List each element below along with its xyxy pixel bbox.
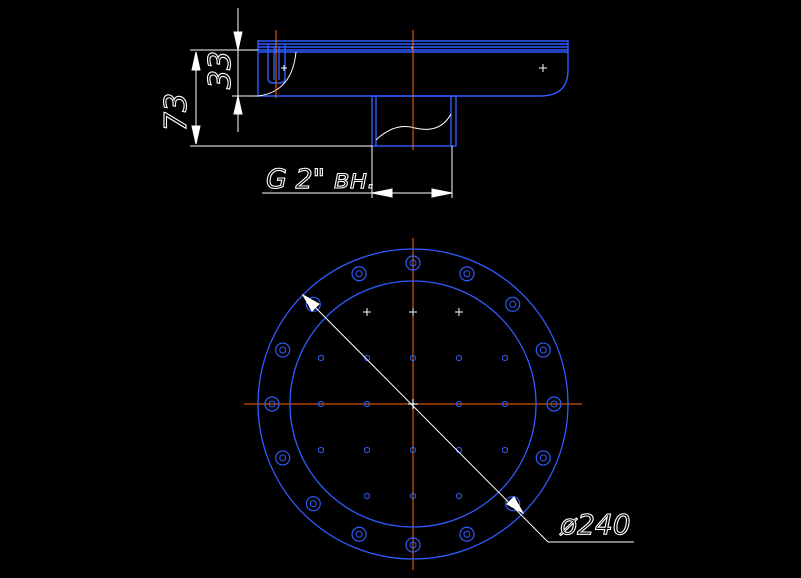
- plus-marker: [455, 308, 463, 316]
- thread-label: G 2" вн.: [266, 164, 376, 195]
- grid-hole: [455, 400, 463, 408]
- bolt-hole: [459, 266, 475, 282]
- grid-hole: [409, 492, 417, 500]
- outer-flange-ring: [257, 248, 569, 560]
- plus-marker: [363, 308, 371, 316]
- bolt-hole: [405, 255, 421, 271]
- grid-hole: [501, 354, 509, 362]
- grid-hole: [455, 354, 463, 362]
- grid-hole: [317, 400, 325, 408]
- bolt-hole: [535, 450, 551, 466]
- side-centerlines: [275, 30, 414, 150]
- grid-hole: [363, 354, 371, 362]
- dimension-73: [190, 49, 372, 147]
- dimension-diameter: [301, 293, 634, 543]
- grid-hole: [317, 446, 325, 454]
- bolt-hole: [275, 342, 291, 358]
- side-view: 73 33 G 2" вн.: [158, 8, 569, 198]
- plus-markers: [363, 308, 463, 409]
- side-view-markers: [281, 47, 547, 72]
- grid-hole: [455, 492, 463, 500]
- bolt-hole: [351, 526, 367, 542]
- center-marker: [408, 399, 418, 409]
- dimension-33: [232, 8, 258, 132]
- dim-label-73: 73: [159, 93, 194, 131]
- grid-hole: [317, 354, 325, 362]
- grid-hole: [501, 446, 509, 454]
- grid-hole: [363, 400, 371, 408]
- grid-hole: [501, 400, 509, 408]
- diameter-label: ø240: [559, 508, 631, 541]
- bolt-hole: [405, 537, 421, 553]
- grid-hole: [363, 446, 371, 454]
- bolt-hole: [264, 396, 280, 412]
- grid-holes: [317, 354, 509, 500]
- pipe-neck: [371, 95, 457, 147]
- plus-marker: [409, 308, 417, 316]
- bolt-hole: [535, 342, 551, 358]
- bolt-hole: [275, 450, 291, 466]
- bolt-hole: [546, 396, 562, 412]
- grid-hole: [409, 446, 417, 454]
- grid-hole: [363, 492, 371, 500]
- bolt-hole: [351, 266, 367, 282]
- inner-ring: [289, 280, 537, 528]
- bolt-hole: [505, 296, 521, 312]
- dimension-thread: [262, 146, 453, 198]
- bolt-hole: [305, 496, 321, 512]
- bolt-hole: [459, 526, 475, 542]
- grid-hole: [409, 354, 417, 362]
- dim-label-33: 33: [203, 51, 238, 89]
- plan-view: ø240: [244, 238, 634, 570]
